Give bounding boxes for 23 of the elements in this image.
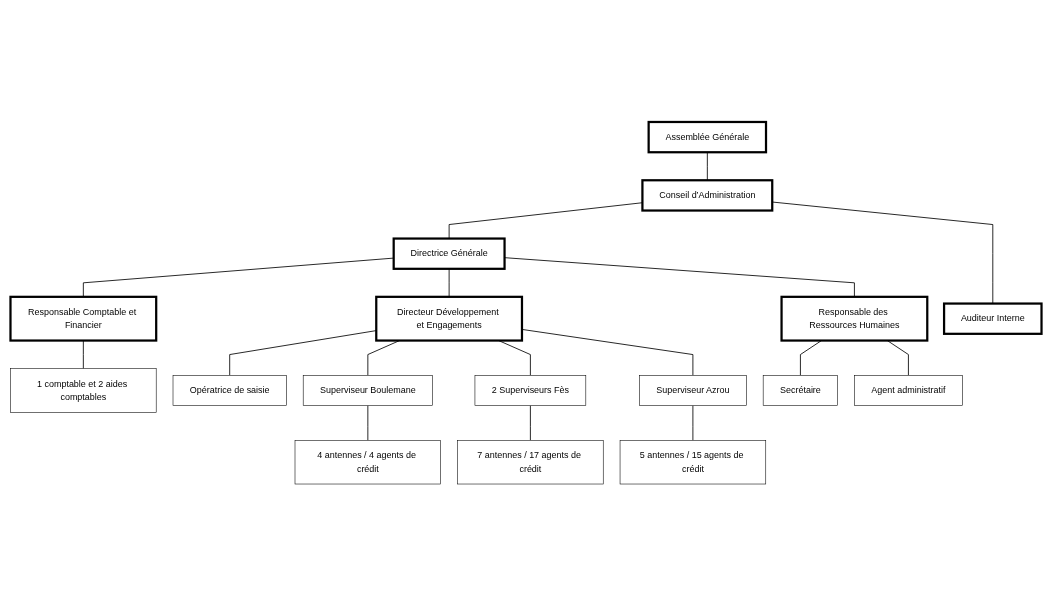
node-box: Responsable des Ressources Humaines <box>780 295 929 342</box>
node-box: Auditeur Interne <box>942 302 1043 335</box>
node-box: Superviseur Boulemane <box>302 375 433 406</box>
node-box: Opératrice de saisie <box>172 375 287 406</box>
connector <box>800 340 822 376</box>
connector <box>448 202 643 239</box>
node-box: Directeur Développement et Engagements <box>375 295 524 342</box>
node-box: 5 antennes / 15 agents de crédit <box>619 440 767 485</box>
node-box: Conseil d’Administration <box>641 179 774 212</box>
node-box: Directrice Générale <box>392 237 506 270</box>
connector <box>229 330 377 376</box>
node-box: 2 Superviseurs Fès <box>474 375 587 406</box>
connector <box>521 329 694 376</box>
node-box: Secrétaire <box>762 375 838 406</box>
connector <box>529 405 531 441</box>
connector <box>82 340 84 369</box>
node-box: Superviseur Azrou <box>639 375 747 406</box>
node-box: 1 comptable et 2 aides comptables <box>10 368 157 413</box>
node-box: Responsable Comptable et Financier <box>9 295 158 342</box>
node-box: Assemblée Générale <box>647 120 768 154</box>
node-box: 4 antennes / 4 agents de crédit <box>294 440 441 485</box>
node-box: Agent administratif <box>854 375 963 406</box>
node-box: 7 antennes / 17 agents de crédit <box>457 440 604 485</box>
